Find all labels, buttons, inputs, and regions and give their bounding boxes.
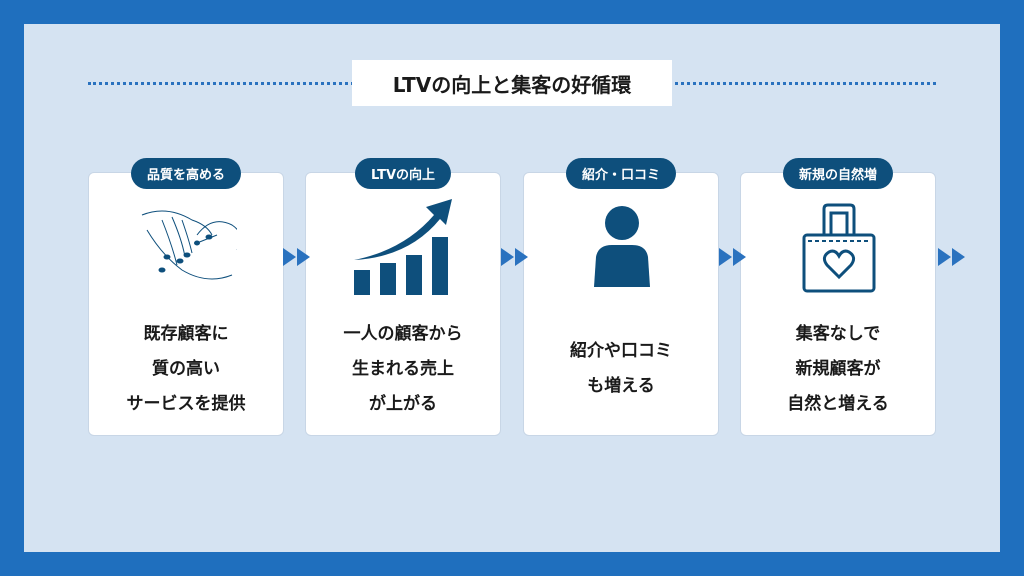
text-line: 生まれる売上: [352, 358, 454, 379]
nail-care-hands-icon: [141, 210, 237, 280]
text-line: 新規顧客が: [795, 358, 881, 379]
text-line: が上がる: [369, 393, 437, 414]
double-arrow-icon: [501, 248, 528, 266]
step-description: 集客なしで 新規顧客が 自然と増える: [741, 303, 935, 435]
text-line: 自然と増える: [787, 393, 889, 414]
step-card-referral: 紹介・口コミ 紹介や口コミ も増える: [523, 158, 719, 436]
step-badge: 紹介・口コミ: [565, 158, 677, 189]
growth-chart-icon: [354, 199, 452, 295]
person-icon: [594, 206, 650, 287]
step-card-ltv: LTVの向上 一人の顧客から 生まれる売上 が上がる: [305, 158, 501, 436]
double-arrow-icon: [283, 248, 310, 266]
step-description: 一人の顧客から 生まれる売上 が上がる: [306, 303, 500, 435]
text-line: 質の高い: [152, 358, 220, 379]
step-badge: LTVの向上: [354, 158, 452, 189]
step-badge: 新規の自然増: [782, 158, 894, 189]
step-badge: 品質を高める: [130, 158, 242, 189]
step-description: 紹介や口コミ も増える: [524, 303, 718, 435]
double-arrow-icon: [719, 248, 746, 266]
step-description: 既存顧客に 質の高い サービスを提供: [89, 303, 283, 435]
step-card-new-customers: 新規の自然増 集客なしで 新規顧客が 自然と増える: [740, 158, 936, 436]
diagram-title: LTVの向上と集客の好循環: [352, 60, 672, 106]
shopping-bag-heart-icon: [802, 203, 876, 293]
text-line: 一人の顧客から: [343, 323, 463, 344]
text-line: 紹介や口コミ: [570, 341, 672, 361]
step-card-quality: 品質を高める 既存顧客に 質の高い サービスを提供: [88, 158, 284, 436]
text-line: サービスを提供: [126, 393, 246, 414]
text-line: 既存顧客に: [143, 323, 229, 344]
double-arrow-icon: [938, 248, 965, 266]
text-line: も増える: [587, 376, 655, 396]
text-line: 集客なしで: [795, 323, 881, 344]
